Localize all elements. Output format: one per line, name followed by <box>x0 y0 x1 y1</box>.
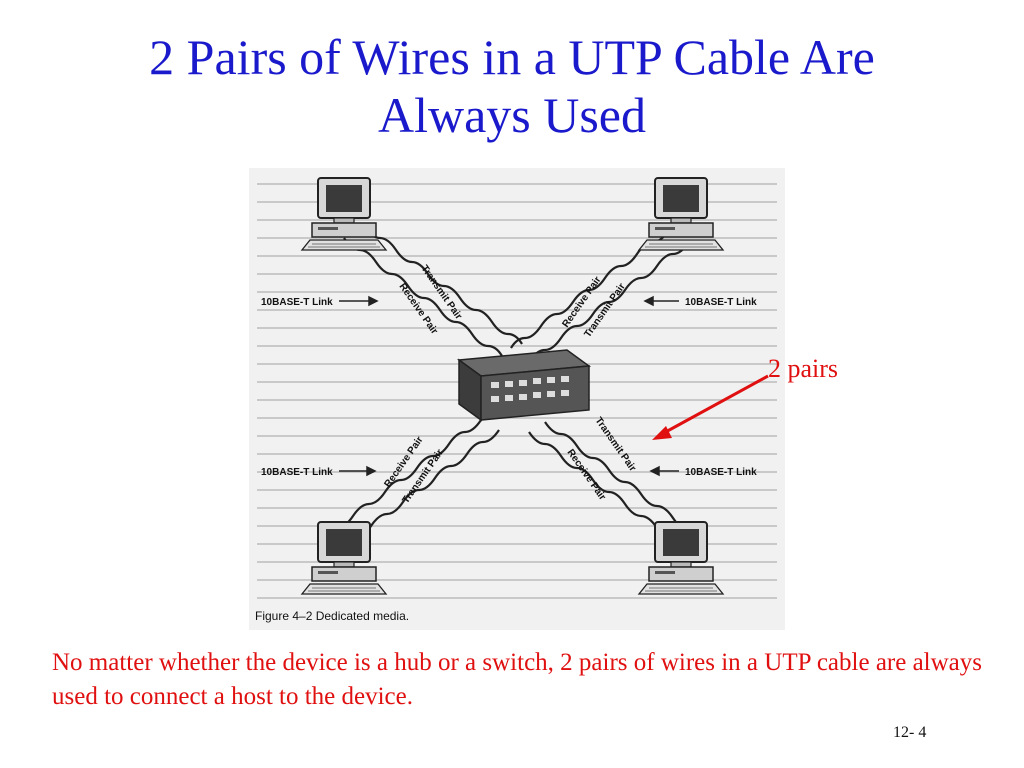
computer-icon-bottom-right <box>638 521 724 595</box>
link-label-top-right: 10BASE-T Link <box>685 297 757 308</box>
title-line-1: 2 Pairs of Wires in a UTP Cable Are <box>149 29 875 85</box>
dedicated-media-figure: 10BASE-T Link 10BASE-T Link 10BASE-T Lin… <box>249 168 785 630</box>
link-label-top-left: 10BASE-T Link <box>261 297 333 308</box>
slide-number: 12- 4 <box>893 724 927 741</box>
link-label-bottom-right: 10BASE-T Link <box>685 467 757 478</box>
slide-title: 2 Pairs of Wires in a UTP Cable Are Alwa… <box>0 28 1024 144</box>
hub-switch-icon <box>456 349 592 422</box>
slide-caption: No matter whether the device is a hub or… <box>52 649 983 710</box>
figure-caption: Figure 4–2 Dedicated media. <box>255 609 409 623</box>
title-line-2: Always Used <box>377 87 647 143</box>
callout-label: 2 pairs <box>768 354 839 383</box>
pair-label-br-transmit: Transmit Pair <box>593 415 638 473</box>
computer-icon-top-right <box>638 177 724 251</box>
computer-icon-bottom-left <box>301 521 387 595</box>
link-label-bottom-left: 10BASE-T Link <box>261 467 333 478</box>
